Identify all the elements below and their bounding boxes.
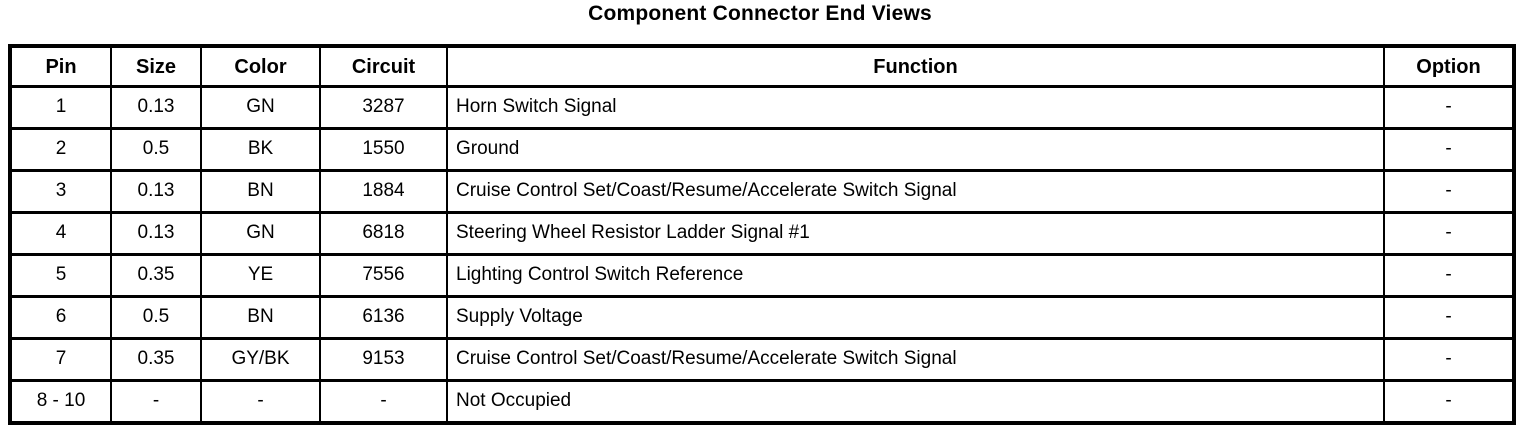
cell-size: 0.35 [110,253,202,298]
cell-circuit: 6136 [319,295,448,340]
cell-size: 0.35 [110,337,202,382]
cell-function: Not Occupied [446,379,1385,425]
cell-pin: 7 [9,337,112,382]
column-header-color: Color [200,44,321,88]
cell-option: - [1383,337,1515,382]
column-header-function: Function [446,44,1385,88]
cell-color: BN [200,295,321,340]
column-header-size: Size [110,44,202,88]
cell-function: Lighting Control Switch Reference [446,253,1385,298]
cell-circuit: 1550 [319,127,448,172]
cell-color: GY/BK [200,337,321,382]
cell-size: 0.13 [110,169,202,214]
cell-pin: 2 [9,127,112,172]
table-row: 8 - 10---Not Occupied- [9,379,1515,425]
cell-pin: 6 [9,295,112,340]
cell-circuit: 1884 [319,169,448,214]
cell-option: - [1383,211,1515,256]
cell-option: - [1383,169,1515,214]
cell-pin: 3 [9,169,112,214]
cell-pin: 5 [9,253,112,298]
cell-size: - [110,379,202,425]
cell-pin: 4 [9,211,112,256]
cell-size: 0.13 [110,85,202,130]
cell-circuit: 6818 [319,211,448,256]
cell-color: BK [200,127,321,172]
cell-color: GN [200,211,321,256]
cell-function: Ground [446,127,1385,172]
column-header-circuit: Circuit [319,44,448,88]
cell-option: - [1383,253,1515,298]
cell-circuit: 9153 [319,337,448,382]
cell-color: GN [200,85,321,130]
cell-function: Supply Voltage [446,295,1385,340]
cell-size: 0.5 [110,295,202,340]
cell-size: 0.5 [110,127,202,172]
cell-option: - [1383,85,1515,130]
cell-color: - [200,379,321,425]
cell-pin: 1 [9,85,112,130]
cell-option: - [1383,379,1515,425]
cell-circuit: - [319,379,448,425]
cell-pin: 8 - 10 [9,379,112,425]
cell-color: BN [200,169,321,214]
cell-color: YE [200,253,321,298]
cell-circuit: 3287 [319,85,448,130]
page-title: Component Connector End Views [588,2,932,25]
cell-function: Steering Wheel Resistor Ladder Signal #1 [446,211,1385,256]
cell-function: Cruise Control Set/Coast/Resume/Accelera… [446,337,1385,382]
cell-size: 0.13 [110,211,202,256]
cell-circuit: 7556 [319,253,448,298]
cell-function: Cruise Control Set/Coast/Resume/Accelera… [446,169,1385,214]
column-header-option: Option [1383,44,1515,88]
cell-function: Horn Switch Signal [446,85,1385,130]
column-header-pin: Pin [9,44,112,88]
cell-option: - [1383,127,1515,172]
cell-option: - [1383,295,1515,340]
